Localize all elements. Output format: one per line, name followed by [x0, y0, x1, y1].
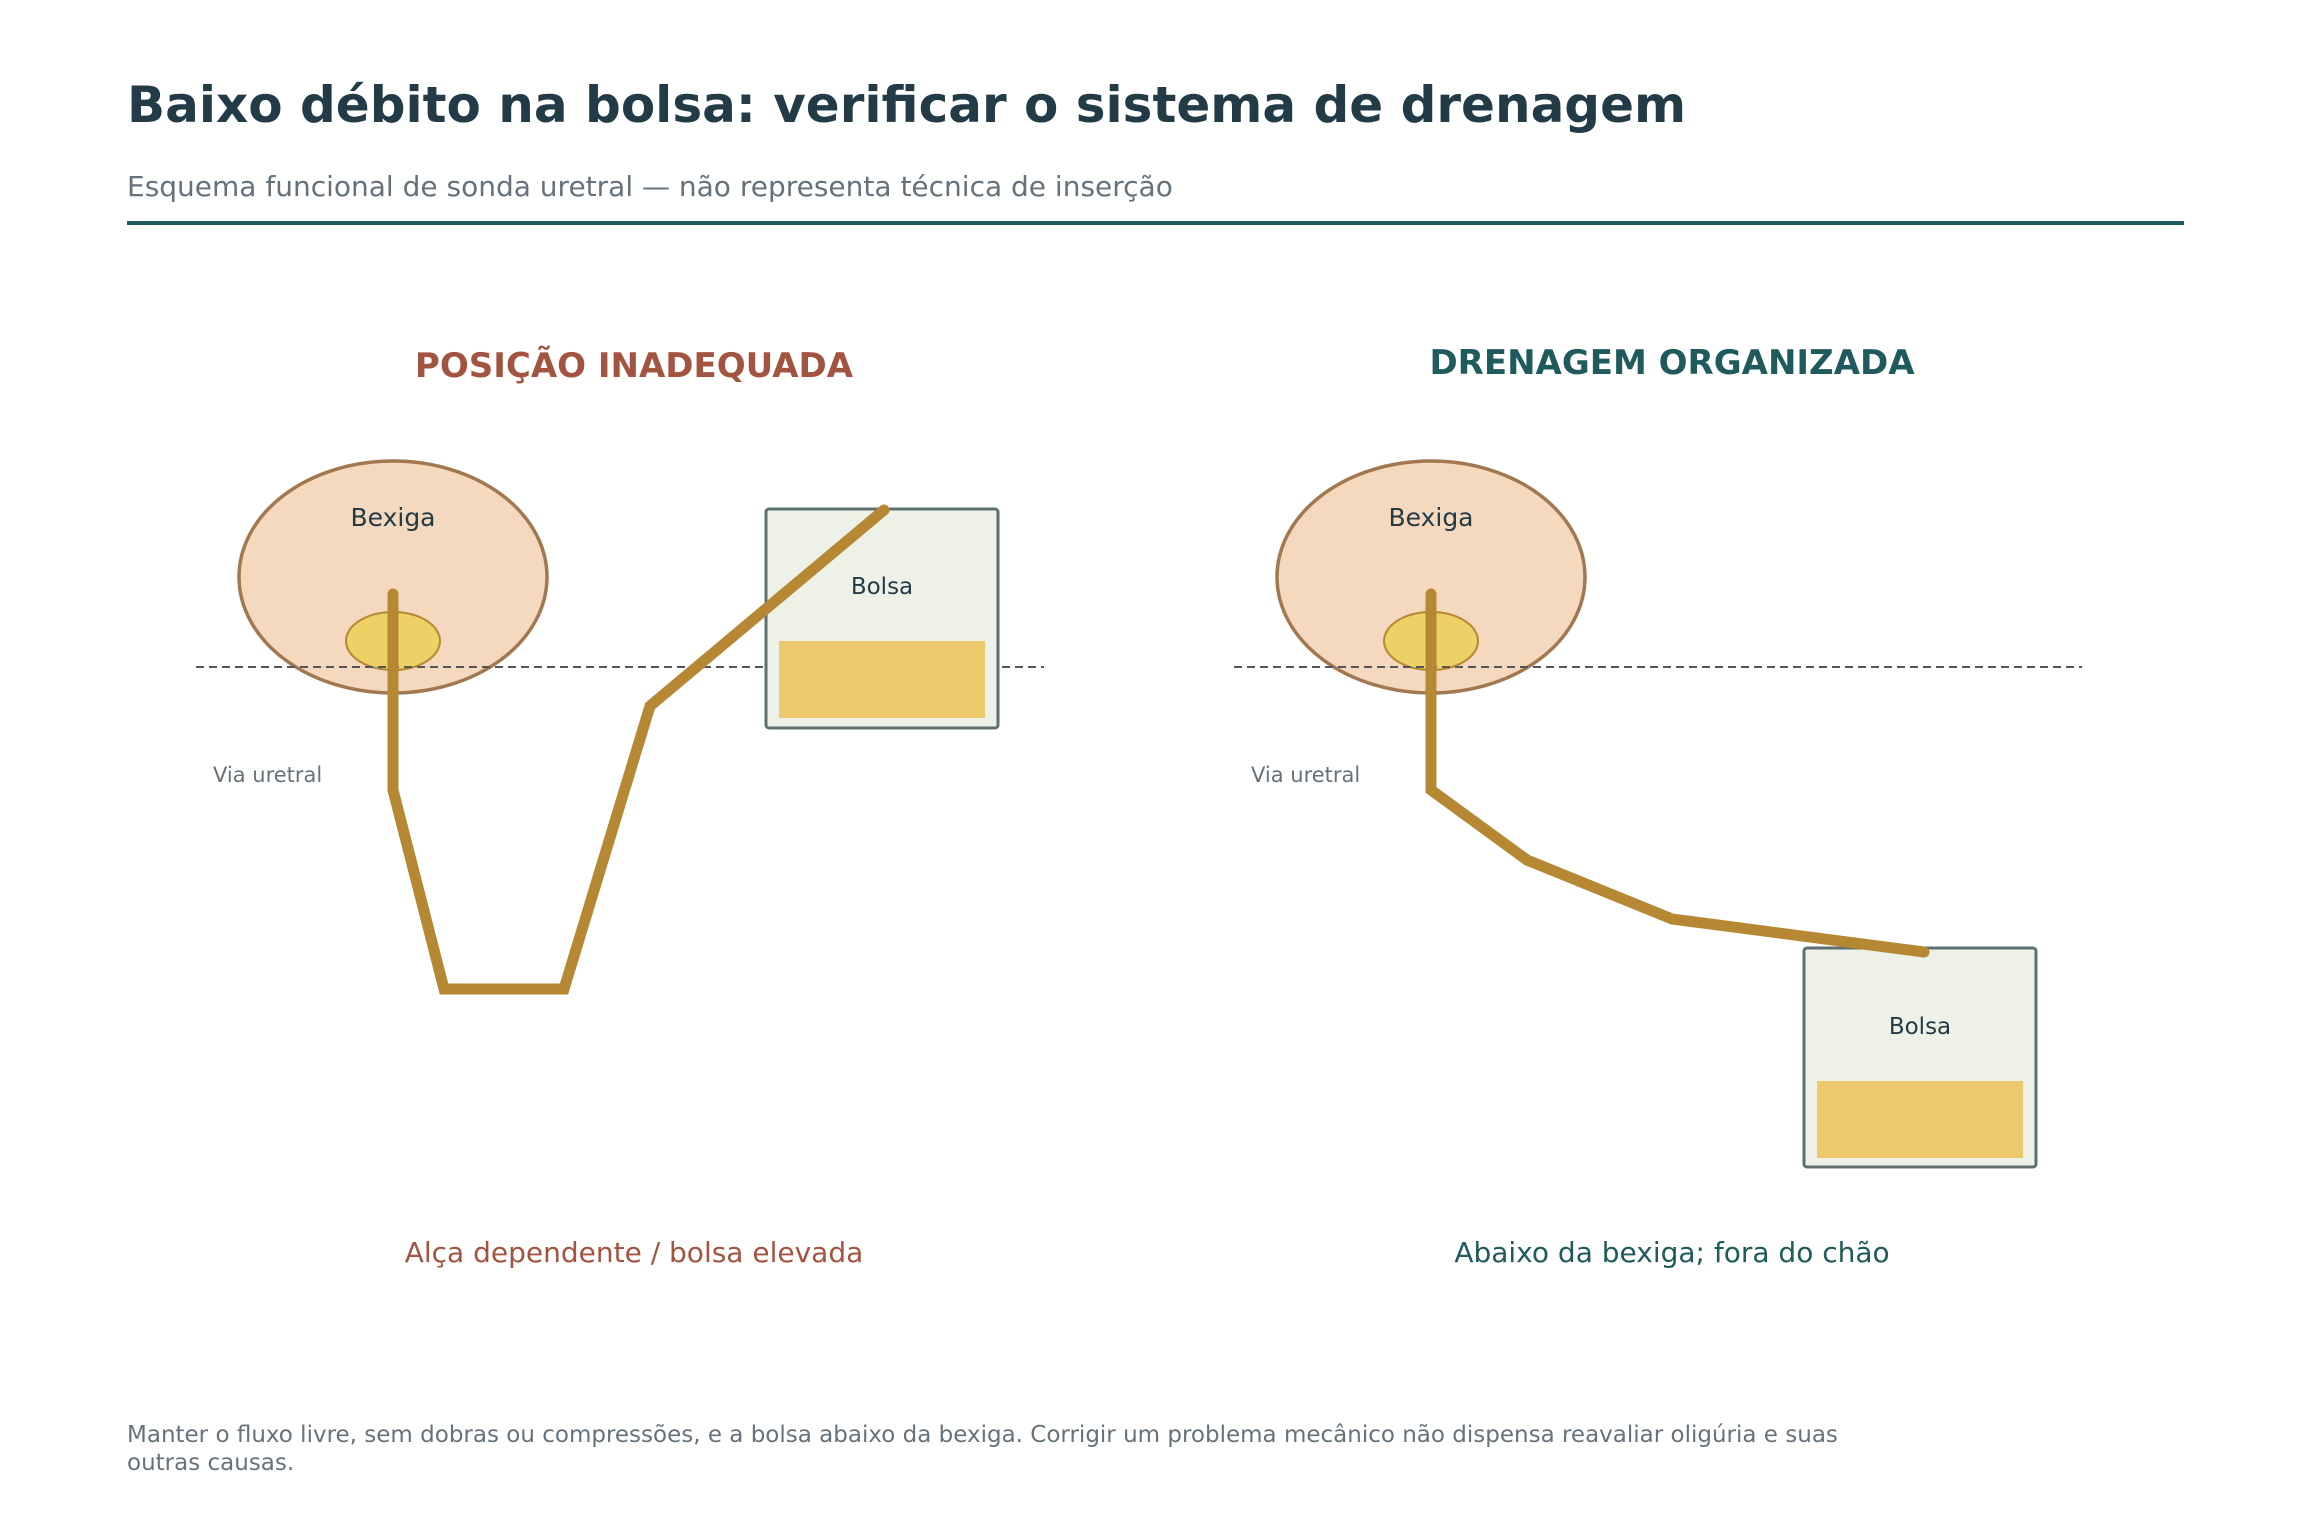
panel-caption-organized: Abaixo da bexiga; fora do chão	[1454, 1236, 1889, 1269]
bag-urine	[779, 641, 985, 718]
bag-urine	[1817, 1081, 2023, 1158]
bag-label: Bolsa	[851, 574, 913, 600]
catheter-tube	[1425, 588, 1930, 958]
panel-caption-inadequate: Alça dependente / bolsa elevada	[405, 1236, 864, 1269]
panel-inadequate: POSIÇÃO INADEQUADA Bexiga Bolsa Via uret…	[196, 345, 1044, 1269]
urethra-label: Via uretral	[213, 763, 322, 787]
panel-heading-organized: DRENAGEM ORGANIZADA	[1429, 343, 1915, 383]
urethra-label: Via uretral	[1251, 763, 1360, 787]
bag-label: Bolsa	[1889, 1014, 1951, 1040]
footnote: Manter o fluxo livre, sem dobras ou comp…	[127, 1422, 1838, 1476]
page-title: Baixo débito na bolsa: verificar o siste…	[127, 76, 1687, 134]
header-divider	[127, 221, 2184, 225]
bladder-label: Bexiga	[350, 503, 435, 532]
bladder-label: Bexiga	[1388, 503, 1473, 532]
panel-heading-inadequate: POSIÇÃO INADEQUADA	[415, 345, 854, 386]
catheter-tube	[387, 504, 890, 995]
page-subtitle: Esquema funcional de sonda uretral — não…	[127, 170, 1173, 203]
panel-organized: DRENAGEM ORGANIZADA Bexiga Bolsa Via ure…	[1234, 343, 2082, 1269]
